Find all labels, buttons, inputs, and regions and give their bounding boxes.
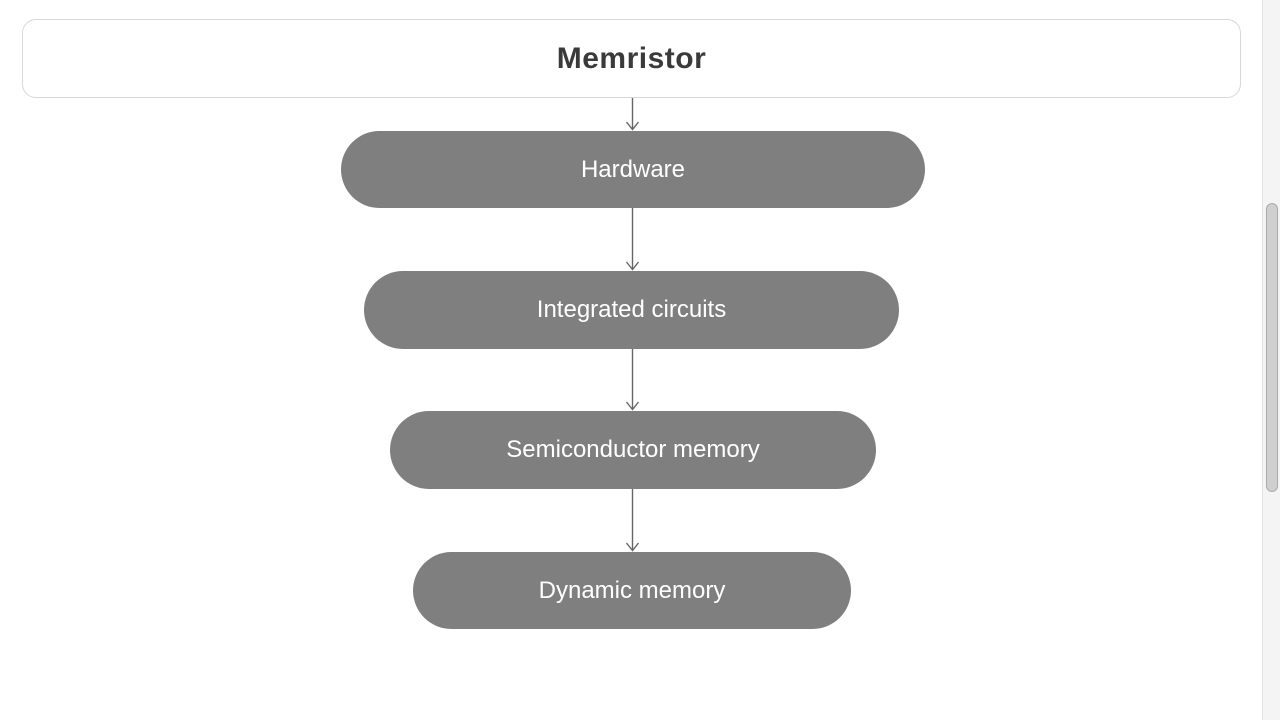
node-semiconductor-memory-label: Semiconductor memory [506, 436, 760, 463]
node-integrated-circuits-label: Integrated circuits [536, 296, 727, 323]
arrow-down-icon [624, 349, 641, 411]
node-dynamic-memory-label: Dynamic memory [538, 576, 726, 604]
node-semiconductor-memory[interactable]: Semiconductor memory [390, 411, 876, 489]
vertical-scrollbar-thumb[interactable] [1266, 203, 1278, 492]
diagram-title-box: Memristor [22, 19, 1241, 98]
node-dynamic-memory[interactable]: Dynamic memory [413, 552, 851, 629]
arrow-down-icon [624, 489, 641, 552]
arrow-down-icon [624, 208, 641, 271]
diagram-title: Memristor [556, 41, 707, 75]
vertical-scrollbar-track[interactable] [1262, 0, 1280, 720]
node-integrated-circuits[interactable]: Integrated circuits [364, 271, 899, 349]
node-hardware-label: Hardware [580, 155, 686, 183]
arrow-down-icon [624, 98, 641, 131]
node-hardware[interactable]: Hardware [341, 131, 925, 208]
